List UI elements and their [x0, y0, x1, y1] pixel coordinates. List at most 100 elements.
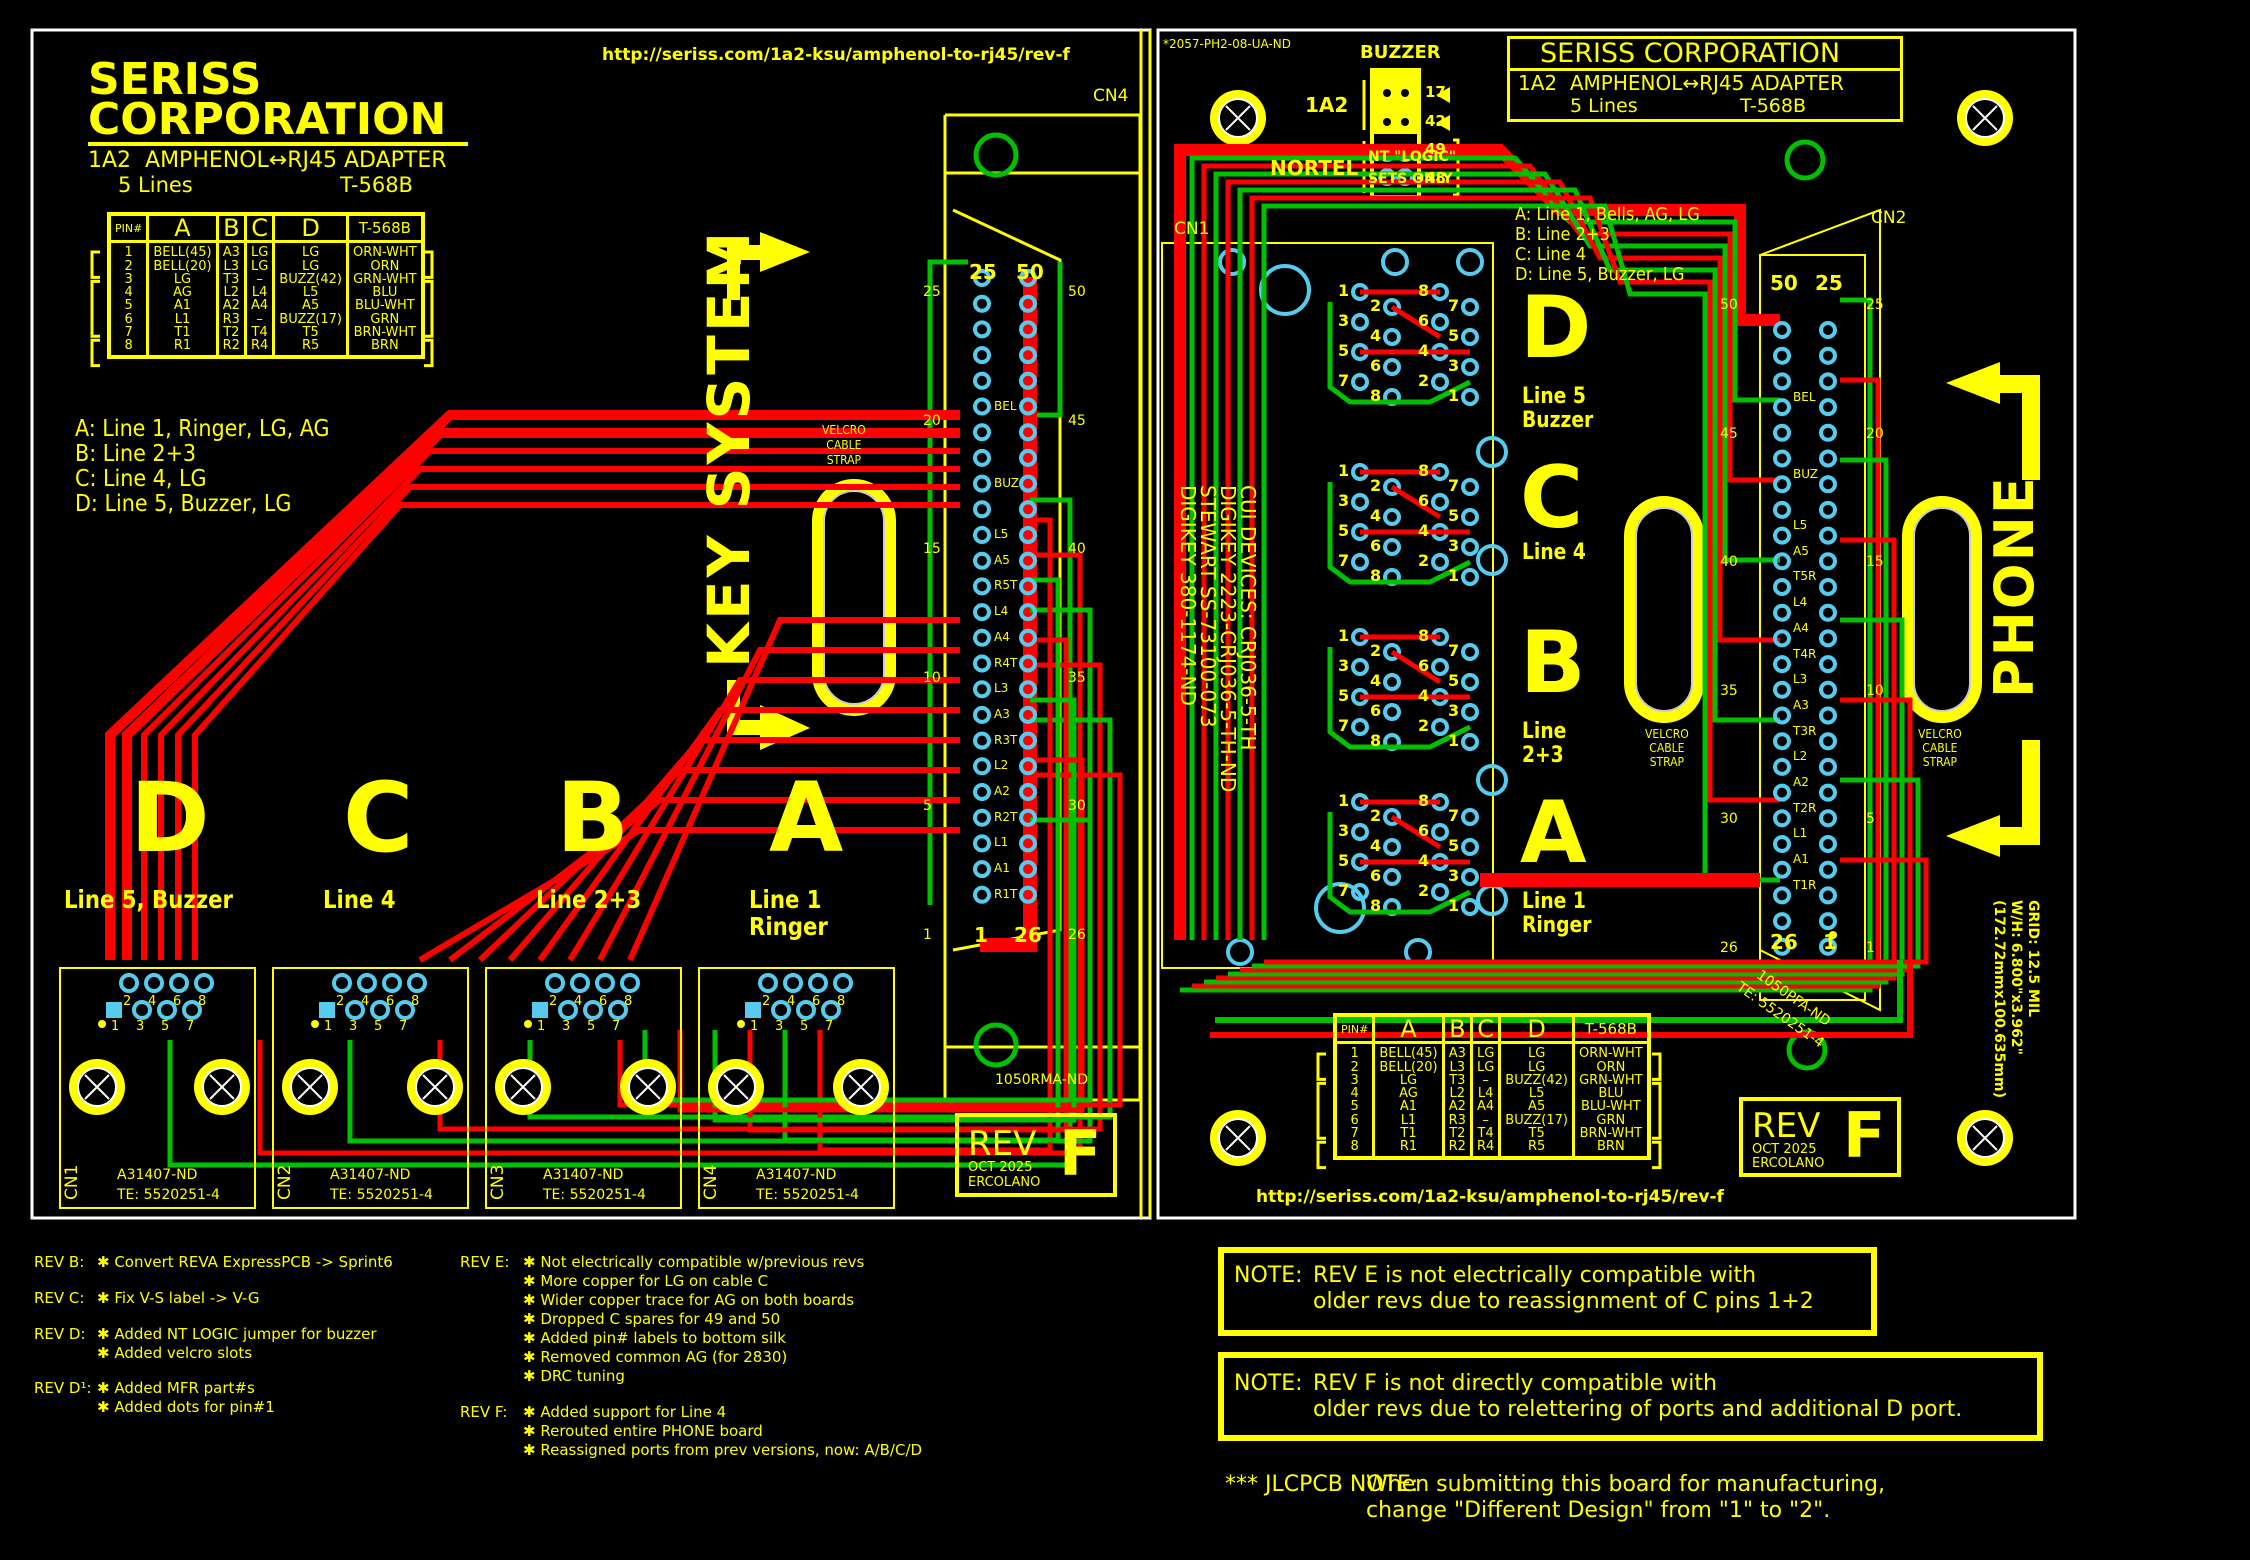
rj45-pin-number: 1	[1338, 461, 1350, 480]
revision-item: ✱ Convert REVA ExpressPCB -> Sprint6	[97, 1253, 393, 1271]
pin-label: L2	[994, 758, 1009, 773]
amphenol-pin	[1773, 680, 1791, 699]
rj45-pin-number: 8	[1418, 626, 1430, 645]
rj45-pin-number: 6	[173, 994, 182, 1009]
company-name: SERISS CORPORATION	[1540, 38, 1841, 69]
product-title: 1A2 AMPHENOL↔RJ45 ADAPTER	[88, 148, 447, 173]
rj45-pin-number: 6	[599, 994, 608, 1009]
rj45-pin	[821, 1000, 841, 1020]
rj45-pin-number: 4	[1418, 341, 1430, 360]
port-description: Line 1 Ringer	[749, 885, 828, 941]
rj45-pin	[796, 1000, 816, 1020]
pin-label: A3	[1793, 697, 1809, 712]
pin-label: A5	[1793, 543, 1809, 558]
rj45-pin-number: 3	[1338, 656, 1350, 675]
amphenol-pin	[1019, 551, 1037, 570]
pin-pair-bracket	[90, 338, 100, 368]
jumper-pin-number: 17	[1425, 83, 1446, 101]
rj45-pin	[169, 973, 189, 993]
port-letter: B	[556, 762, 630, 874]
pin1-dot	[98, 1020, 106, 1028]
pin-table-column: LG LG – L4 A4 – T4 R4	[1469, 1042, 1500, 1159]
amphenol-pin	[1019, 783, 1037, 801]
trace	[1360, 634, 1470, 700]
mount-pad	[1476, 544, 1508, 576]
rj45-pin	[570, 973, 590, 993]
amphenol-pin	[1773, 321, 1791, 339]
rj45-pin-number: 1	[1448, 731, 1460, 750]
amphenol-part: 1050RMA-ND	[995, 1072, 1089, 1088]
rj45-pin-number: 4	[361, 994, 370, 1009]
pin-pair-bracket	[1652, 1081, 1662, 1140]
lines-count: 5 Lines	[118, 173, 193, 197]
pin-label: A2	[1793, 775, 1809, 789]
x-mark-icon	[84, 1074, 110, 1100]
trace	[1204, 457, 1889, 985]
rj45-pin-number: 8	[198, 994, 207, 1009]
amphenol-pin	[1819, 706, 1837, 725]
pin-number: 35	[1720, 682, 1738, 699]
pin-table-header: C	[243, 214, 274, 244]
pin-table-header: A	[146, 214, 218, 244]
rj45-pin-number: 8	[837, 994, 846, 1009]
amphenol-pin	[973, 757, 991, 776]
rj45-pin-number: 6	[1370, 701, 1382, 720]
product-title: 1A2 AMPHENOL↔RJ45 ADAPTER	[1518, 71, 1844, 95]
rj45-pin	[1461, 868, 1479, 886]
pin-pair-bracket	[90, 279, 100, 338]
jlcpcb-note-prefix: *** JLCPCB NOTE:	[1225, 1472, 1419, 1497]
rj45-pin-number: 5	[1338, 341, 1350, 360]
mount-pad	[1259, 264, 1311, 316]
amphenol-pin	[1019, 371, 1037, 390]
amphenol-pin	[1773, 860, 1791, 879]
pin-table-column: BELL(45) BELL(20) LG AG A1 L1 T1 R1	[1372, 1042, 1444, 1159]
amphenol-outline	[1759, 254, 1866, 1001]
rj45-pin	[608, 1000, 628, 1020]
pin-table-header: PIN#	[109, 214, 148, 244]
port-mfr-number: TE: 5520251-4	[330, 1187, 433, 1203]
port-description: Line 5 Buzzer	[1522, 384, 1594, 433]
trace	[192, 502, 960, 960]
revision-item: ✱ Fix V-S label -> V-G	[97, 1289, 260, 1307]
port-part-number: A31407-ND	[117, 1167, 198, 1183]
pin-table-column: ORN-WHT ORN GRN-WHT BLU BLU-WHT GRN BRN-…	[1571, 1042, 1649, 1159]
amphenol-pin	[1773, 783, 1791, 802]
rj45-pin	[144, 973, 164, 993]
jumper-shunt	[1372, 70, 1419, 134]
amphenol-pin	[1019, 269, 1037, 287]
rj45-pin	[1461, 508, 1479, 526]
jlcpcb-note-text: When submitting this board for manufactu…	[1366, 1472, 1885, 1497]
pin-label: T2R	[1793, 800, 1817, 815]
pin-label: BUZ	[1793, 466, 1819, 481]
pin-label: BEL	[1793, 389, 1816, 404]
amphenol-pin	[1019, 526, 1037, 544]
arrow-icon	[1946, 362, 2040, 480]
rj45-pin-number: 4	[1370, 836, 1382, 855]
rj45-pin-number: 1	[1338, 791, 1350, 810]
amphenol-pin	[973, 397, 991, 416]
velcro-slot-inner	[823, 490, 885, 705]
rj45-pin	[1383, 538, 1401, 556]
rj45-pin	[833, 973, 853, 993]
rj45-pin	[1383, 868, 1401, 886]
amphenol-pin	[1019, 500, 1037, 519]
amphenol-pin	[1819, 372, 1837, 391]
rj45-pin	[182, 1000, 202, 1020]
amphenol-pin	[1773, 706, 1791, 725]
rj45-pin	[345, 1000, 365, 1020]
mount-hole-green	[973, 132, 1019, 178]
trace	[1030, 262, 1063, 418]
pin-label: L5	[994, 527, 1009, 541]
rj45-pin	[1383, 673, 1401, 691]
trace	[418, 827, 960, 963]
rj45-pin-number: 8	[1418, 791, 1430, 810]
amphenol-pin	[1019, 860, 1037, 879]
amphenol-pin	[1019, 628, 1037, 647]
rj45-pin-number: 6	[1370, 356, 1382, 375]
amphenol-pin	[1819, 629, 1837, 648]
rj45-pin-number: 8	[1418, 281, 1430, 300]
amphenol-pin	[973, 294, 991, 313]
rj45-pin	[1431, 883, 1449, 901]
rev-badge: REV F OCT 2025 ERCOLANO	[1739, 1097, 1901, 1177]
